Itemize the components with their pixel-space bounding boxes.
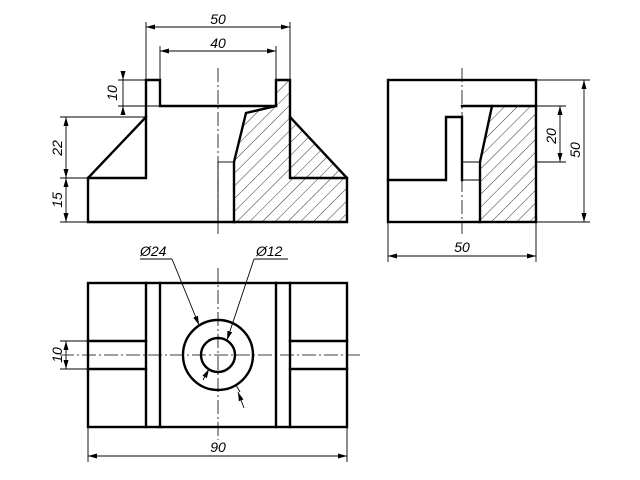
dim-label-50-top: 50 bbox=[210, 11, 226, 27]
side-inner-step bbox=[386, 115, 464, 182]
dim-label-d24: Ø24 bbox=[139, 243, 167, 259]
dim-label-15: 15 bbox=[49, 192, 65, 208]
front-section-edge bbox=[232, 104, 278, 224]
dim-label-22: 22 bbox=[49, 140, 65, 157]
front-view: 50 40 10 22 15 bbox=[49, 11, 349, 234]
front-right-step bbox=[288, 115, 349, 180]
dim-label-20: 20 bbox=[543, 128, 559, 145]
dim-label-50-side-height: 50 bbox=[567, 142, 583, 158]
section-hatch-side bbox=[480, 106, 536, 222]
dim-label-50-side-width: 50 bbox=[454, 239, 470, 255]
dim-label-10-front: 10 bbox=[104, 85, 120, 101]
top-view: Ø24 Ø12 10 90 bbox=[49, 243, 362, 462]
front-left-step bbox=[86, 115, 148, 180]
dim-label-90: 90 bbox=[210, 439, 226, 455]
dim-label-d12: Ø12 bbox=[255, 243, 283, 259]
dim-label-40: 40 bbox=[210, 35, 226, 51]
dim-label-10-top: 10 bbox=[49, 347, 65, 363]
side-view: 50 50 20 bbox=[386, 68, 590, 262]
